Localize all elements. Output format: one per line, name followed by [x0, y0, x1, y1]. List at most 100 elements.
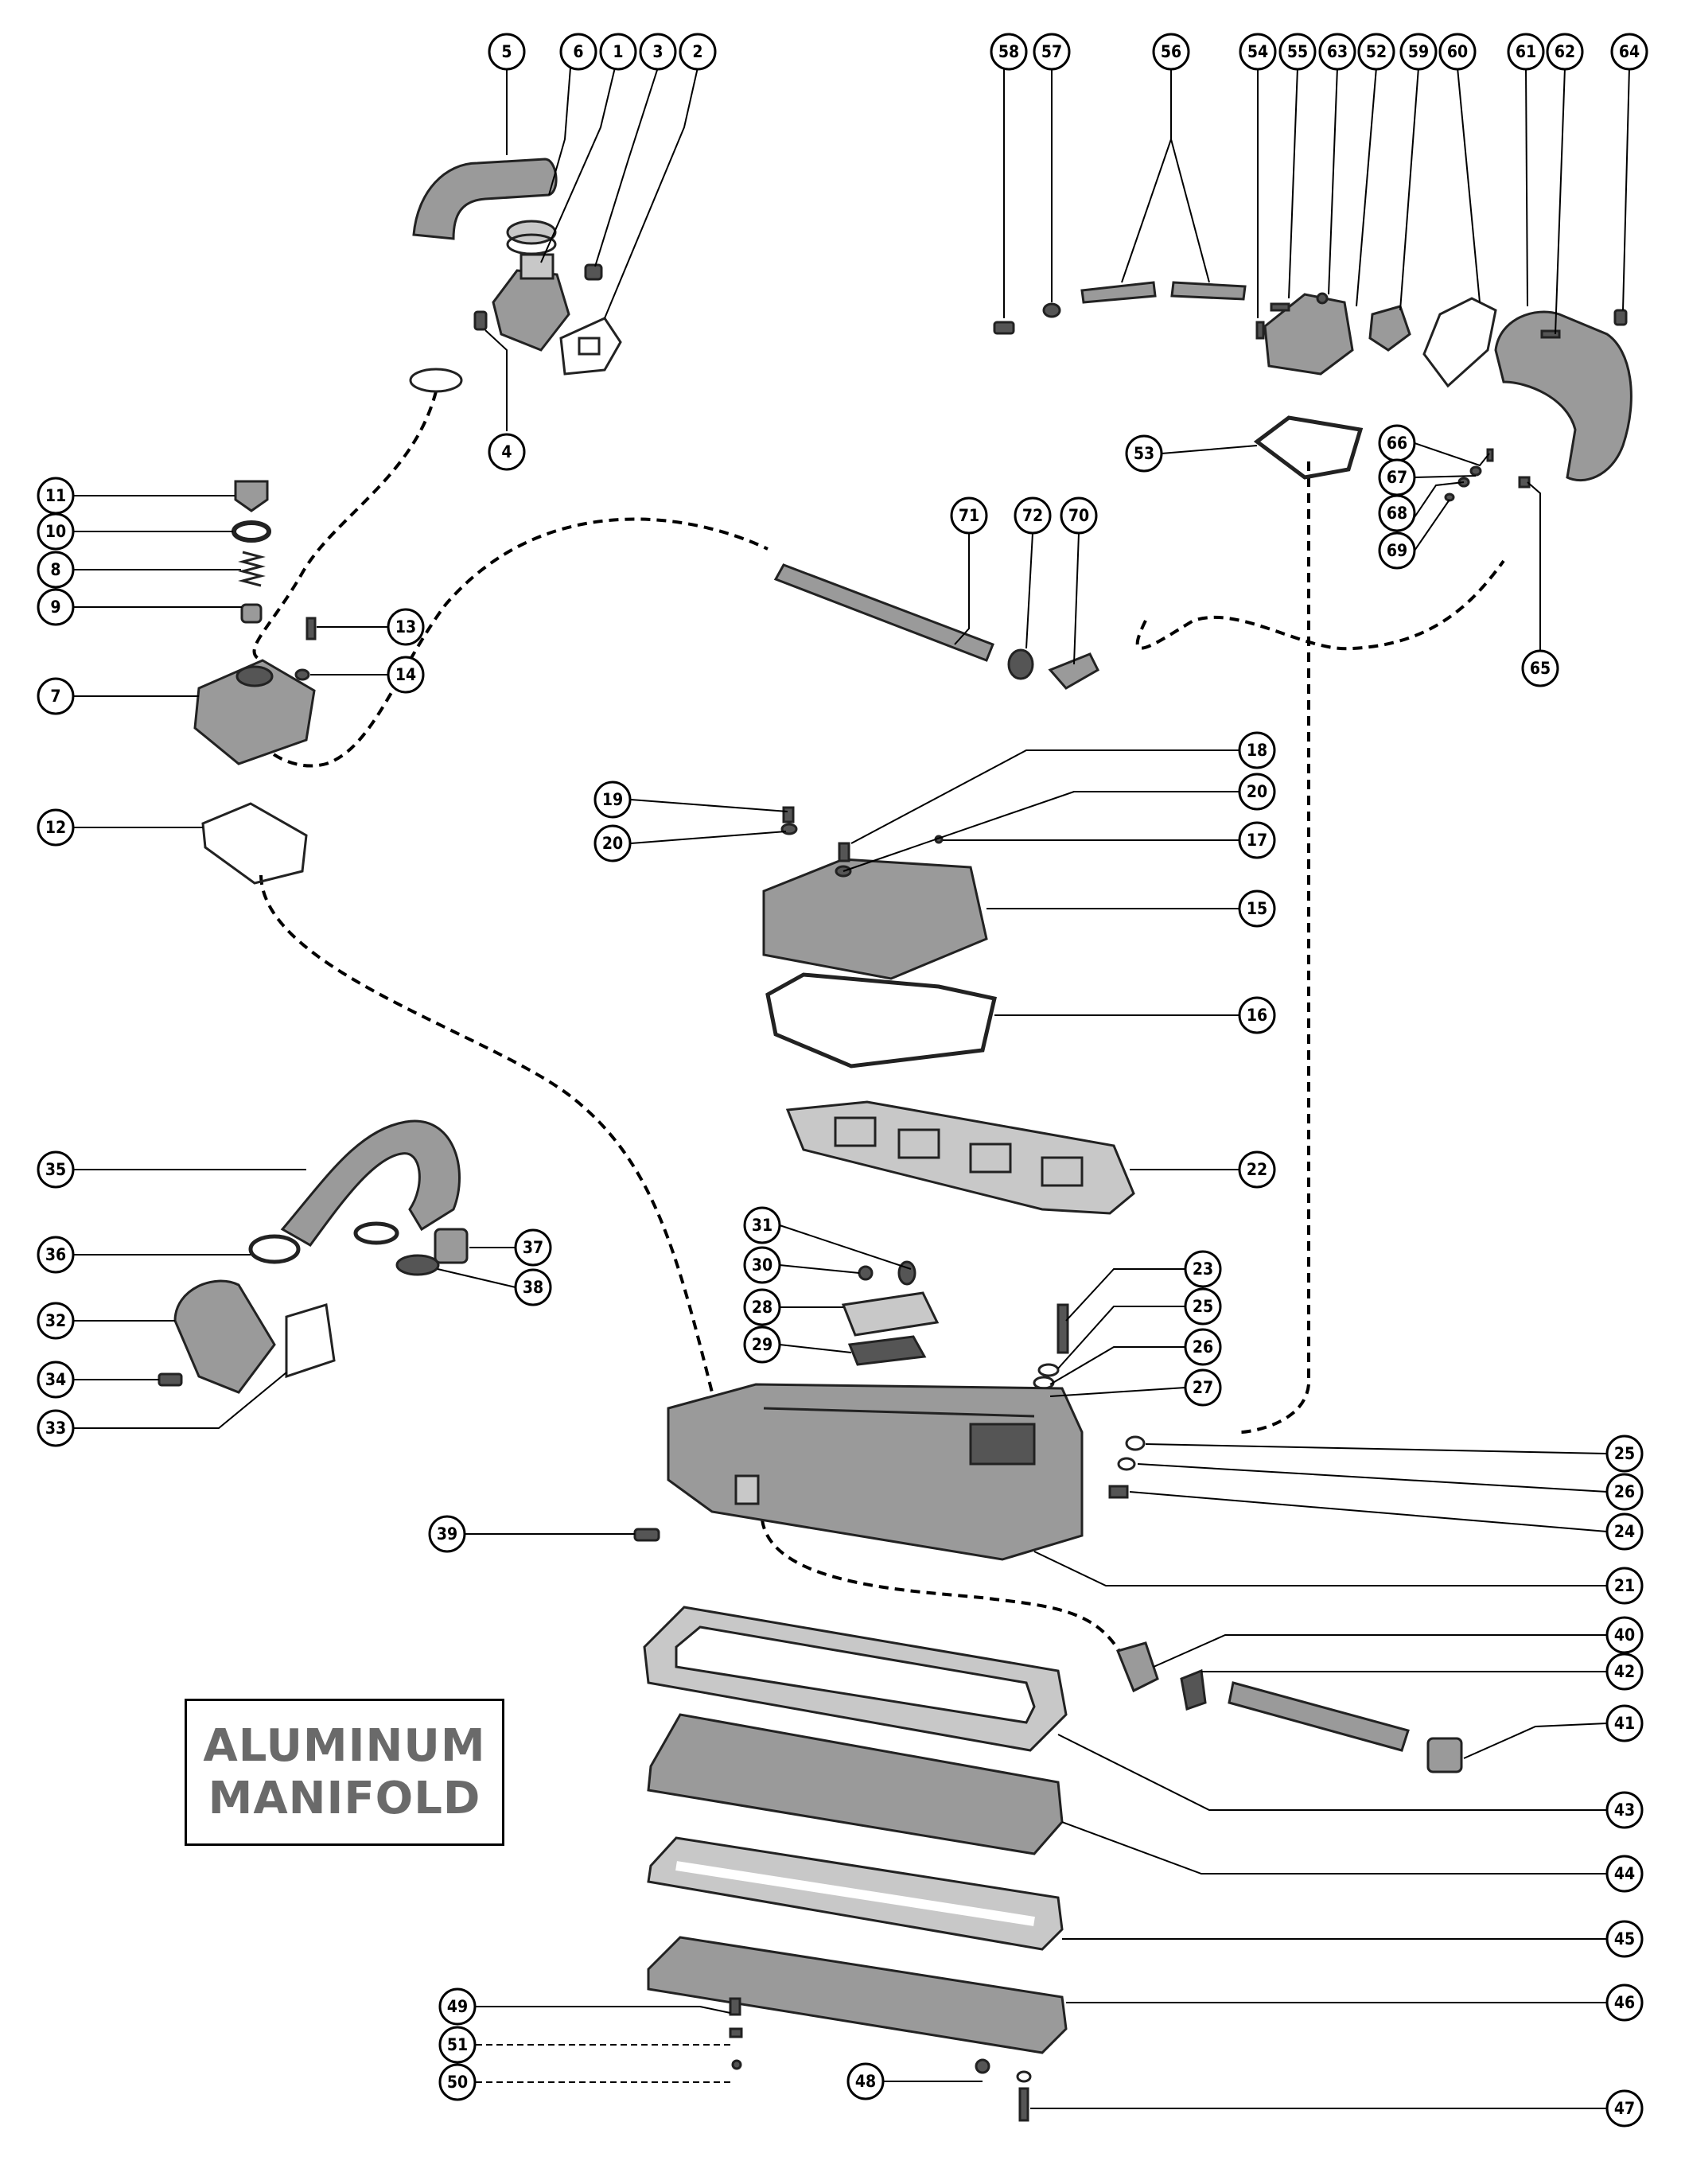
part-gasket-33	[285, 1303, 336, 1379]
callout-72: 72	[1014, 496, 1052, 535]
callout-51: 51	[438, 2026, 477, 2064]
callout-31: 31	[743, 1206, 781, 1244]
callout-22: 22	[1238, 1150, 1276, 1189]
callout-61: 61	[1507, 33, 1545, 71]
svg-text:72: 72	[1022, 506, 1043, 525]
callout-37: 37	[514, 1228, 552, 1267]
callout-26-lower: 26	[1605, 1473, 1644, 1511]
svg-text:62: 62	[1555, 42, 1575, 61]
svg-text:70: 70	[1068, 506, 1089, 525]
part-gasket-29	[847, 1335, 927, 1366]
part-elbow-32	[173, 1279, 276, 1394]
callout-30: 30	[743, 1246, 781, 1284]
svg-text:35: 35	[45, 1160, 66, 1179]
callout-20-left: 20	[593, 824, 632, 862]
callout-5: 5	[488, 33, 526, 71]
svg-text:5: 5	[501, 42, 512, 61]
part-gasket-53	[1253, 415, 1364, 480]
svg-text:66: 66	[1387, 434, 1407, 453]
part-elbow-40	[1115, 1641, 1159, 1693]
svg-text:60: 60	[1447, 42, 1468, 61]
callout-69: 69	[1378, 531, 1416, 570]
part-clamp-ring	[409, 368, 463, 393]
callout-60: 60	[1438, 33, 1477, 71]
callout-40: 40	[1605, 1616, 1644, 1654]
callout-62: 62	[1546, 33, 1584, 71]
part-housing-7	[193, 659, 316, 765]
callout-42: 42	[1605, 1653, 1644, 1691]
callout-4: 4	[488, 433, 526, 471]
svg-text:15: 15	[1247, 899, 1267, 918]
svg-text:30: 30	[752, 1256, 772, 1275]
part-nuts-30-31	[858, 1260, 916, 1286]
part-screw-4	[473, 310, 488, 331]
svg-text:39: 39	[437, 1524, 457, 1544]
svg-text:51: 51	[447, 2035, 468, 2054]
svg-text:7: 7	[50, 687, 60, 706]
callout-57: 57	[1033, 33, 1071, 71]
part-spring-8	[238, 551, 266, 587]
part-clamp-6	[506, 220, 557, 255]
part-gasket-22	[785, 1100, 1135, 1215]
callout-25-lower: 25	[1605, 1435, 1644, 1473]
part-screw-34	[158, 1372, 183, 1387]
part-exhaust-manifold-21	[667, 1383, 1084, 1561]
callout-16: 16	[1238, 996, 1276, 1034]
svg-text:67: 67	[1387, 468, 1407, 487]
svg-text:13: 13	[395, 617, 416, 637]
part-water-pump-52-63	[1263, 292, 1354, 376]
part-elbow-61	[1494, 310, 1632, 482]
callout-21: 21	[1605, 1567, 1644, 1605]
svg-text:3: 3	[652, 42, 663, 61]
part-small-hardware-47-51	[729, 1997, 1032, 2122]
svg-text:28: 28	[752, 1298, 772, 1317]
callout-2: 2	[679, 33, 717, 71]
svg-text:46: 46	[1614, 1993, 1635, 2012]
callout-65: 65	[1521, 649, 1559, 687]
callout-9: 9	[37, 588, 75, 626]
svg-text:69: 69	[1387, 541, 1407, 560]
svg-text:41: 41	[1614, 1714, 1635, 1733]
callout-1: 1	[599, 33, 637, 71]
svg-text:22: 22	[1247, 1160, 1267, 1179]
callout-36: 36	[37, 1236, 75, 1274]
svg-text:56: 56	[1161, 42, 1181, 61]
callout-55: 55	[1278, 33, 1317, 71]
part-gasket-43	[643, 1606, 1068, 1752]
callout-27: 27	[1184, 1368, 1222, 1407]
svg-text:25: 25	[1614, 1444, 1635, 1463]
part-gasket-60	[1422, 297, 1497, 388]
svg-text:42: 42	[1614, 1662, 1635, 1681]
part-elbow-1	[492, 253, 570, 352]
callout-33: 33	[37, 1409, 75, 1447]
svg-text:31: 31	[752, 1216, 772, 1235]
svg-text:64: 64	[1619, 42, 1640, 61]
svg-text:50: 50	[447, 2073, 468, 2092]
callout-44: 44	[1605, 1855, 1644, 1893]
svg-text:1: 1	[613, 42, 623, 61]
svg-text:44: 44	[1614, 1864, 1635, 1883]
leader-lines	[74, 67, 1630, 2109]
callout-32: 32	[37, 1302, 75, 1340]
part-oring-10	[232, 520, 271, 543]
part-gasket-16	[765, 972, 998, 1069]
svg-text:18: 18	[1247, 741, 1267, 760]
callout-17: 17	[1238, 821, 1276, 859]
callout-63: 63	[1318, 33, 1356, 71]
callout-46: 46	[1605, 1984, 1644, 2022]
callout-12: 12	[37, 808, 75, 847]
svg-text:43: 43	[1614, 1801, 1635, 1820]
part-gasket-45	[647, 1836, 1064, 1951]
part-plug-3	[584, 263, 603, 281]
part-hose-35	[280, 1119, 461, 1247]
svg-text:6: 6	[573, 42, 583, 61]
callout-24: 24	[1605, 1512, 1644, 1551]
callout-58: 58	[990, 33, 1028, 71]
svg-text:11: 11	[45, 486, 66, 505]
part-gasket-12	[201, 802, 308, 885]
callout-3: 3	[639, 33, 677, 71]
svg-text:21: 21	[1614, 1576, 1635, 1595]
svg-text:40: 40	[1614, 1625, 1635, 1645]
callout-19: 19	[593, 781, 632, 819]
callout-48: 48	[846, 2062, 885, 2100]
